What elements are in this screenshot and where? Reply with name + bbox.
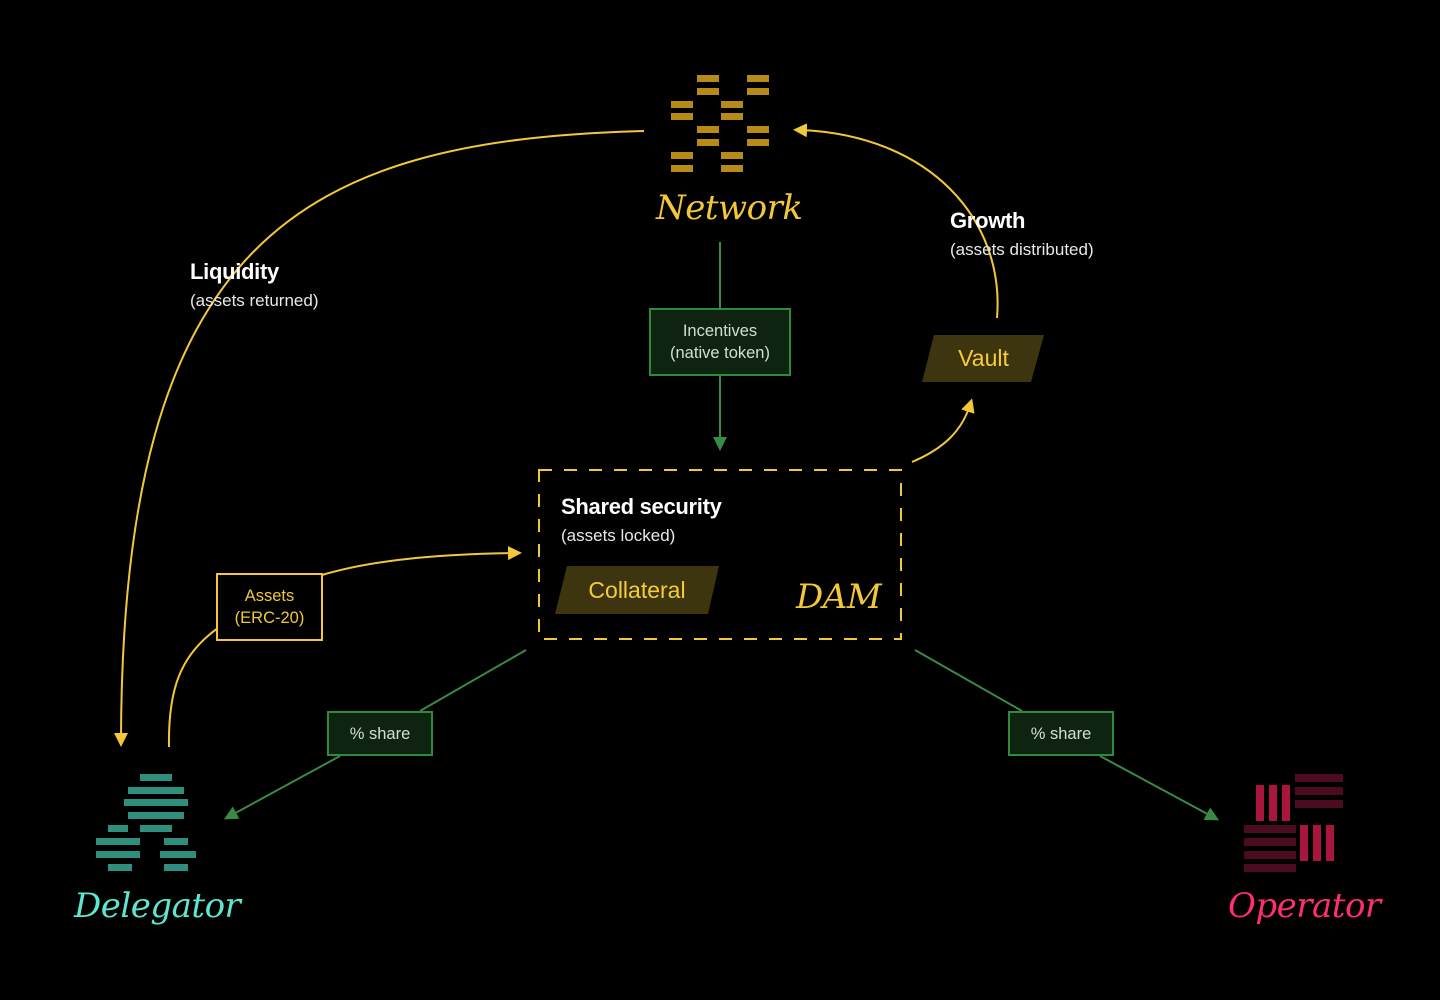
- share-left-arrow: [223, 755, 341, 820]
- growth-annotation: Growth (assets distributed): [950, 208, 1094, 260]
- collateral-tag-shape: [555, 566, 719, 614]
- incentives-box: Incentives (native token): [649, 308, 791, 376]
- shared-security-annotation: Shared security (assets locked): [561, 494, 722, 546]
- dam-to-vault-arrow: [911, 398, 975, 463]
- delegator-logo-icon: [96, 774, 196, 871]
- share-right-arrow: [1099, 755, 1220, 821]
- incentives-line1: Incentives: [682, 322, 758, 340]
- assets-box: Assets (ERC-20): [216, 573, 323, 641]
- incentives-line2: (native token): [670, 344, 770, 362]
- delegator-label: Delegator: [74, 886, 241, 926]
- dam-box: [538, 469, 902, 640]
- shared-security-title: Shared security: [561, 494, 722, 519]
- share-right-label: % share: [1030, 724, 1092, 743]
- network-logo-icon: [671, 75, 769, 172]
- growth-title: Growth: [950, 208, 1026, 233]
- growth-subtitle: (assets distributed): [950, 240, 1094, 259]
- operator-label: Operator: [1228, 886, 1381, 926]
- liquidity-title: Liquidity: [190, 259, 279, 284]
- growth-arrow: [793, 123, 999, 319]
- share-left-label: % share: [349, 724, 411, 743]
- share-left-box: % share: [327, 711, 433, 756]
- assets-line2: (ERC-20): [234, 609, 305, 627]
- collateral-tag: Collateral: [588, 576, 686, 603]
- vault-tag-shape: [922, 335, 1044, 382]
- vault-tag: Vault: [958, 345, 1009, 371]
- share-left-line-top: [419, 649, 527, 712]
- operator-logo-icon: [1244, 774, 1343, 872]
- share-right-box: % share: [1008, 711, 1114, 756]
- shared-security-subtitle: (assets locked): [561, 526, 676, 545]
- liquidity-arrow: [114, 130, 645, 747]
- assets-line1: Assets: [244, 587, 295, 605]
- share-right-line-top: [914, 649, 1023, 712]
- liquidity-subtitle: (assets returned): [190, 291, 319, 310]
- liquidity-annotation: Liquidity (assets returned): [190, 259, 319, 311]
- dam-label: DAM: [796, 577, 882, 617]
- network-label: Network: [656, 188, 803, 228]
- assets-arrow: [167, 553, 515, 748]
